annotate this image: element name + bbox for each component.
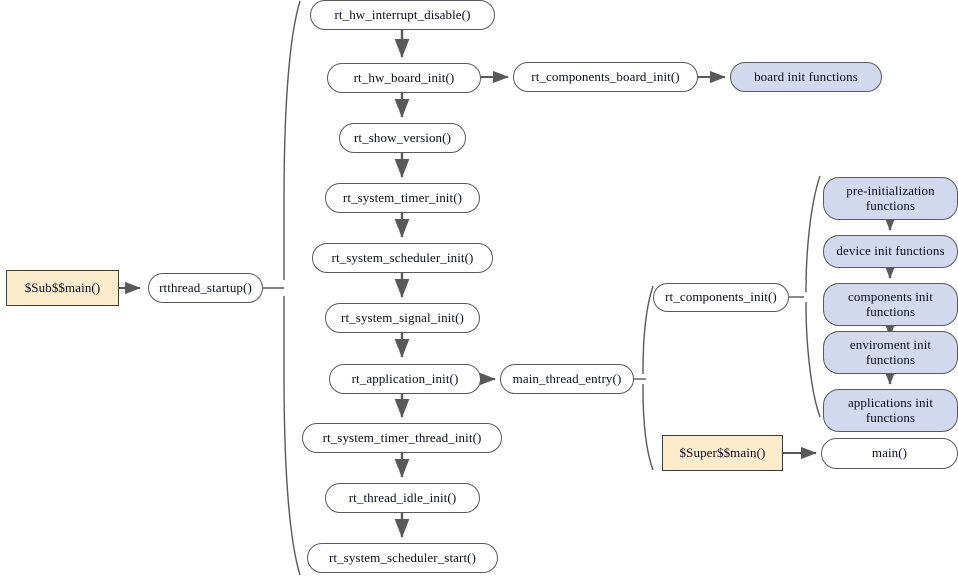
node-label: rt_system_signal_init()	[341, 309, 464, 325]
components-init-brace	[805, 175, 821, 418]
node-rt-system-signal-init[interactable]: rt_system_signal_init()	[325, 303, 480, 333]
node-rt-system-scheduler-init[interactable]: rt_system_scheduler_init()	[312, 243, 493, 273]
node-label: rt_system_scheduler_init()	[331, 249, 474, 265]
node-enviroment-init-functions[interactable]: enviroment init functions	[823, 331, 958, 374]
node-rt-show-version[interactable]: rt_show_version()	[339, 123, 466, 153]
node-main-thread-entry[interactable]: main_thread_entry()	[500, 364, 634, 394]
node-rt-hw-interrupt-disable[interactable]: rt_hw_interrupt_disable()	[310, 0, 495, 30]
node-rt-hw-board-init[interactable]: rt_hw_board_init()	[327, 63, 481, 93]
node-label: applications init functions	[847, 394, 934, 425]
node-rt-thread-idle-init[interactable]: rt_thread_idle_init()	[325, 483, 480, 513]
node-label: rt_system_timer_thread_init()	[322, 429, 482, 445]
node-rt-system-timer-init[interactable]: rt_system_timer_init()	[325, 183, 480, 213]
node-rt-application-init[interactable]: rt_application_init()	[329, 364, 481, 394]
node-rtthread-startup-label: rtthread_startup()	[159, 279, 252, 295]
node-components-init-functions[interactable]: components init functions	[823, 283, 958, 326]
node-rtthread-startup[interactable]: rtthread_startup()	[148, 273, 263, 303]
node-sub-main[interactable]: $Sub$$main()	[6, 270, 119, 306]
node-super-main-label: $Super$$main()	[679, 444, 766, 460]
node-device-init-functions[interactable]: device init functions	[823, 235, 958, 268]
node-rt-components-board-init[interactable]: rt_components_board_init()	[513, 62, 698, 92]
node-label: main()	[871, 445, 908, 461]
node-super-main[interactable]: $Super$$main()	[662, 435, 783, 471]
node-main[interactable]: main()	[821, 438, 958, 469]
node-applications-init-functions[interactable]: applications init functions	[823, 389, 958, 432]
node-label: rt_components_init()	[665, 289, 777, 305]
node-rt-system-scheduler-start[interactable]: rt_system_scheduler_start()	[307, 543, 498, 573]
node-label: device init functions	[836, 243, 945, 259]
node-label: rt_hw_interrupt_disable()	[334, 6, 471, 22]
startup-brace	[283, 0, 301, 576]
node-label: enviroment init functions	[849, 336, 932, 367]
node-label: board init functions	[754, 68, 858, 84]
node-rt-components-init[interactable]: rt_components_init()	[653, 283, 789, 312]
node-pre-initialization-functions[interactable]: pre-initialization functions	[823, 177, 958, 220]
node-label: rt_system_scheduler_start()	[328, 549, 477, 565]
main-thread-entry-brace	[642, 285, 654, 471]
node-label: rt_hw_board_init()	[353, 69, 455, 85]
node-label: main_thread_entry()	[512, 370, 622, 386]
node-label: components init functions	[848, 288, 933, 319]
node-sub-main-label: $Sub$$main()	[24, 279, 101, 295]
node-label: rt_components_board_init()	[531, 68, 680, 84]
node-label: rt_system_timer_init()	[342, 189, 463, 205]
node-label: pre-initialization functions	[846, 182, 935, 213]
node-label: rt_application_init()	[351, 370, 459, 386]
node-label: rt_thread_idle_init()	[348, 489, 457, 505]
node-label: rt_show_version()	[353, 129, 452, 145]
node-rt-system-timer-thread-init[interactable]: rt_system_timer_thread_init()	[302, 423, 502, 453]
node-board-init-functions[interactable]: board init functions	[730, 62, 882, 92]
